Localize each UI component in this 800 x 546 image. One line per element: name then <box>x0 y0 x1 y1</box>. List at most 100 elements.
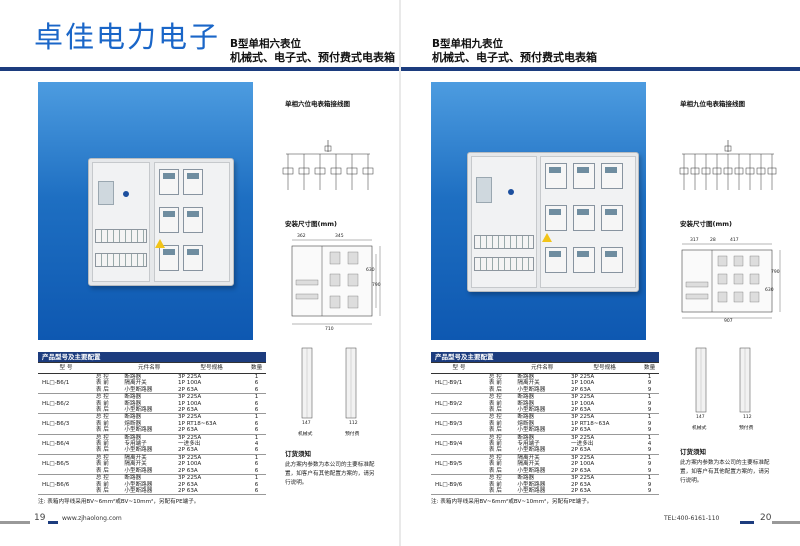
qty-cell: 6 <box>247 487 266 496</box>
component-cell: 断路器 <box>124 394 142 401</box>
position-cell: 表 后 <box>93 467 123 476</box>
right-dimension-drawing <box>681 243 781 319</box>
right-page-number: 20 <box>760 513 772 523</box>
right-wiring-title: 单相九位电表箱接线图 <box>680 100 745 108</box>
component-cell: 小型断路器 <box>122 407 177 415</box>
spec-cell: 1P 100A <box>571 380 595 387</box>
component-cell: 小型断路器 <box>517 481 546 488</box>
right-title-line1: B型单相九表位 <box>432 38 504 50</box>
qty-cell: 4 <box>254 441 259 448</box>
component-cell: 小型断路器 <box>122 487 177 496</box>
left-notice-text: 此方案内参数为本公司的主要标准配置，如客户有其他配置方案的，请另行说明。 <box>285 462 375 486</box>
qty-cell: 9 <box>647 481 652 488</box>
position-cell: 表 后 <box>486 407 516 415</box>
warning-sign-icon <box>542 233 552 242</box>
component-cell: 隔离开关 <box>124 461 147 468</box>
model-number: HL□-B6/2 <box>38 393 94 415</box>
left-spec-header-1 <box>93 362 123 374</box>
position-cell: 表 后 <box>93 386 123 395</box>
component-cell: 隔离开关 <box>517 380 540 387</box>
position-cell: 表 后 <box>486 447 516 455</box>
position-cell: 总 控 <box>95 414 109 421</box>
spec-cell: 1P 100A <box>571 400 595 407</box>
right-spec-header-0: 型 号 <box>431 362 487 374</box>
component-cell: 断路器 <box>517 475 535 482</box>
breaker-row-1 <box>95 229 147 243</box>
left-side-label-mechanical: 机械式 <box>298 432 313 437</box>
qty-cell: 1 <box>254 434 259 441</box>
position-cell: 表 后 <box>93 487 123 496</box>
position-cell: 总 控 <box>488 414 502 421</box>
spec-cell: 2P 100A <box>178 461 202 468</box>
meter-1 <box>545 163 567 189</box>
breaker-row-1 <box>474 235 534 249</box>
right-header-bar <box>401 67 800 71</box>
spec-cell: 3P 225A <box>571 394 595 401</box>
position-cell: 表 后 <box>93 427 123 435</box>
qty-cell: 1 <box>254 414 259 421</box>
right-dim-w1: 317 <box>690 238 699 243</box>
meter-5 <box>573 205 595 231</box>
meter-8 <box>573 247 595 273</box>
model-number: HL□-B9/3 <box>431 413 487 435</box>
meter-4 <box>183 207 203 233</box>
right-spec-header-1 <box>486 362 516 374</box>
component-cell: 断路器 <box>517 400 535 407</box>
spec-cell: 2P 100A <box>571 461 595 468</box>
warning-sign-icon <box>155 239 165 248</box>
spec-cell: 3P 225A <box>178 414 202 421</box>
position-cell: 总 控 <box>95 475 109 482</box>
left-dim-w1: 362 <box>297 234 306 239</box>
left-title-line2: 机械式、电子式、预付费式电表箱 <box>230 51 395 64</box>
position-cell: 表 前 <box>95 420 109 427</box>
spec-cell: 一进多出 <box>178 441 201 448</box>
right-side-depth-a: 147 <box>696 415 705 420</box>
model-number: HL□-B6/6 <box>38 474 94 496</box>
component-cell: 断路器 <box>517 434 535 441</box>
qty-cell: 1 <box>254 475 259 482</box>
left-dim-sub-height: 630 <box>366 268 375 273</box>
model-number: HL□-B6/3 <box>38 413 94 435</box>
component-cell: 专用端子 <box>517 441 540 448</box>
qty-cell: 1 <box>254 394 259 401</box>
page-gutter <box>399 0 401 546</box>
component-cell: 隔离开关 <box>124 454 147 461</box>
right-dim-sub-height: 630 <box>765 288 774 293</box>
position-cell: 表 后 <box>486 467 516 476</box>
component-cell: 小型断路器 <box>515 447 570 455</box>
meter-7 <box>545 247 567 273</box>
position-cell: 表 后 <box>93 447 123 455</box>
model-number: HL□-B9/6 <box>431 474 487 496</box>
right-footer-bar-gray <box>772 521 800 524</box>
qty-cell: 9 <box>647 380 652 387</box>
model-number: HL□-B6/5 <box>38 454 94 476</box>
qty-cell: 6 <box>254 420 259 427</box>
left-spec-header-4: 数量 <box>247 362 266 374</box>
position-cell: 总 控 <box>488 454 502 461</box>
footer-url[interactable]: www.zjhaolong.com <box>62 515 122 522</box>
component-cell: 小型断路器 <box>122 447 177 455</box>
qty-cell: 9 <box>640 386 659 395</box>
component-cell: 专用端子 <box>124 441 147 448</box>
left-dims-title: 安装尺寸图(mm) <box>285 220 337 228</box>
right-spec-header-2: 元件名称 <box>515 362 570 374</box>
lock-knob <box>508 189 514 195</box>
right-page-title: B型单相九表位 机械式、电子式、预付费式电表箱 <box>432 38 597 64</box>
left-wiring-title: 单相六位电表箱接线图 <box>285 100 350 108</box>
meter-3 <box>601 163 623 189</box>
position-cell: 表 前 <box>95 380 109 387</box>
spec-cell: 2P 63A <box>176 487 248 496</box>
left-side-views <box>301 347 357 419</box>
model-number: HL□-B9/5 <box>431 454 487 476</box>
right-wiring-diagram <box>679 140 777 190</box>
component-cell: 小型断路器 <box>124 481 153 488</box>
